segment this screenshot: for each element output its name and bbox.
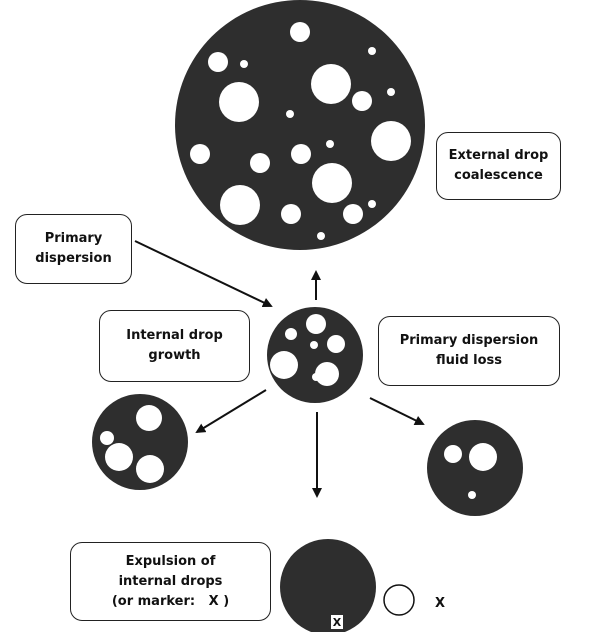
internal-label-line1: Internal drop [126,326,223,346]
fluid-loss-label-line2: fluid loss [436,351,502,371]
primary-label-line1: Primary [45,229,103,249]
arrow-to-growth [197,390,266,432]
fluid-loss-globule [427,420,523,516]
expulsion-label-line3: (or marker: X ) [112,592,229,612]
external-label-line1: External drop [449,146,549,166]
expulsion-label-line2: internal drops [119,572,223,592]
coalesced-globule [175,0,425,250]
primary-dispersion-box: Primary dispersion [15,214,132,284]
marker-x-label: X [333,616,342,629]
internal-growth-box: Internal drop growth [99,310,250,382]
growth-globule [92,394,188,490]
fluid-loss-label-line1: Primary dispersion [400,331,539,351]
expelled-drop [384,585,414,615]
expulsion-label-line1: Expulsion of [126,552,216,572]
internal-label-line2: growth [148,346,200,366]
primary-label-line2: dispersion [35,249,111,269]
external-label-line2: coalescence [454,166,543,186]
central-globule [267,307,363,403]
expulsion-box: Expulsion of internal drops (or marker: … [70,542,271,621]
fluid-loss-box: Primary dispersion fluid loss [378,316,560,386]
arrow-to-fluid-loss [370,398,423,424]
expelled-drop-x-label: X [435,596,445,611]
external-coalescence-box: External drop coalescence [436,132,561,200]
arrow-primary-to-center [135,241,271,306]
expulsion-globule [280,539,376,632]
